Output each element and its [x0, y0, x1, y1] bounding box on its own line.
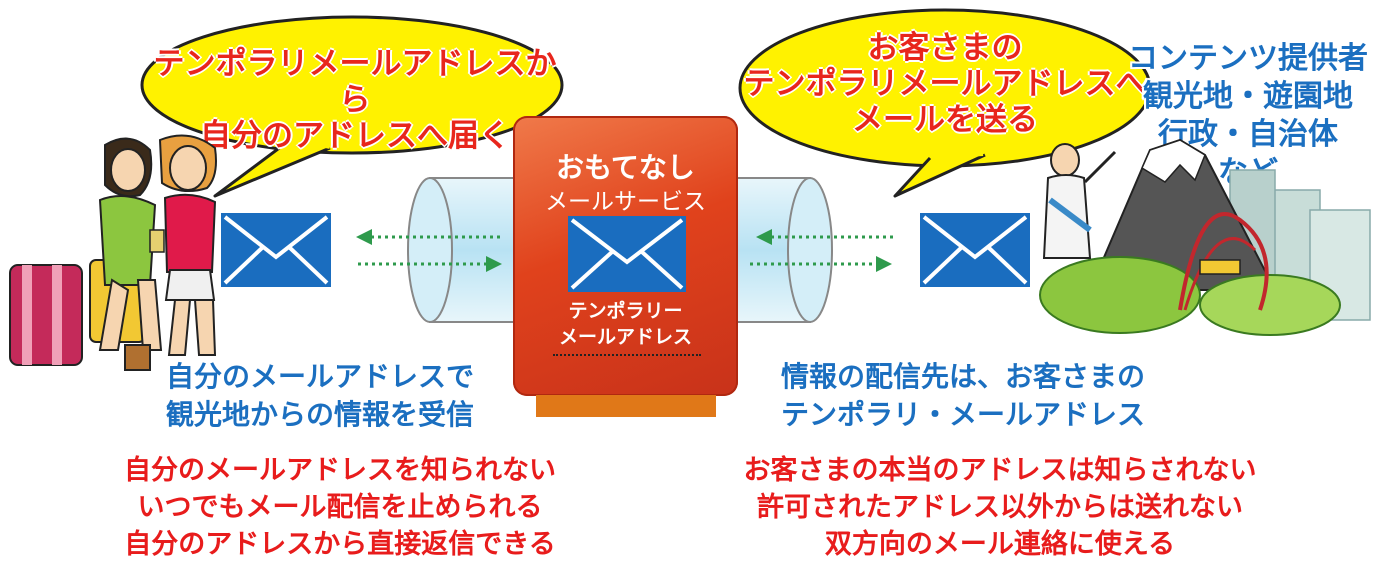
envelope-icon: [221, 213, 331, 287]
benefit-left-item: 自分のアドレスから直接返信できる: [124, 529, 556, 560]
service-box-base: [536, 395, 716, 417]
benefit-left-item: 自分のメールアドレスを知られない: [124, 455, 556, 486]
caption-right-line: テンポラリ・メールアドレス: [780, 398, 1145, 431]
mail-service-box: おもてなし メールサービス テンポラリー メールアドレス: [513, 116, 738, 396]
attractions-illustration: [1039, 138, 1371, 336]
benefits-right: お客さまの本当のアドレスは知らされない 許可されたアドレス以外からは送れない 双…: [690, 452, 1310, 563]
benefit-right-item: 双方向のメール連絡に使える: [824, 529, 1176, 560]
providers-line: 観光地・遊園地: [1143, 79, 1353, 114]
bubble-right-line: テンポラリメールアドレスへ: [743, 66, 1147, 102]
dotted-underline: [553, 354, 701, 356]
caption-left-line: 観光地からの情報を受信: [165, 398, 474, 431]
envelope-icon: [920, 213, 1030, 287]
service-subtitle: メールサービス: [545, 189, 706, 215]
bubble-right-line: メールを送る: [852, 102, 1038, 138]
caption-right: 情報の配信先は、お客さまの テンポラリ・メールアドレス: [768, 358, 1158, 434]
envelope-icon-lines: [570, 218, 684, 290]
arrow-left-icon: [356, 229, 893, 245]
service-address-line: メールアドレス: [558, 326, 692, 348]
providers-label: コンテンツ提供者 観光地・遊園地 行政・自治体 など: [1118, 40, 1378, 192]
envelope-icon-lines: [223, 215, 329, 285]
bubble-left-shape: [140, 15, 564, 198]
bubble-right-line: お客さまの: [867, 30, 1023, 66]
caption-right-line: 情報の配信先は、お客さまの: [780, 360, 1145, 393]
benefits-left: 自分のメールアドレスを知られない いつでもメール配信を止められる 自分のアドレス…: [80, 452, 600, 563]
service-address-line: テンポラリー: [568, 300, 683, 322]
bubble-left-text: テンポラリメールアドレスから 自分のアドレスへ届く: [150, 46, 560, 154]
tourists-illustration: [9, 134, 217, 371]
providers-line: コンテンツ提供者: [1128, 41, 1368, 76]
caption-left: 自分のメールアドレスで 観光地からの情報を受信: [150, 358, 490, 434]
bubble-right-shape: [738, 8, 1152, 198]
service-title: おもてなし: [556, 151, 695, 184]
pipe-left: [407, 177, 521, 323]
benefit-right-item: お客さまの本当のアドレスは知らされない: [743, 455, 1257, 486]
envelope-icon: [568, 216, 686, 292]
benefit-right-item: 許可されたアドレス以外からは送れない: [757, 492, 1243, 523]
pipe-right: [734, 177, 833, 323]
bubble-left-line: 自分のアドレスへ届く: [200, 118, 510, 154]
envelope-icon-lines: [922, 215, 1028, 285]
benefit-left-item: いつでもメール配信を止められる: [137, 492, 543, 523]
bubble-right-text: お客さまの テンポラリメールアドレスへ メールを送る: [740, 30, 1150, 138]
arrow-right-icon: [358, 256, 892, 272]
service-address-label: テンポラリー メールアドレス: [513, 298, 738, 350]
caption-left-line: 自分のメールアドレスで: [165, 360, 474, 393]
bubble-left-line: テンポラリメールアドレスから: [153, 46, 557, 118]
